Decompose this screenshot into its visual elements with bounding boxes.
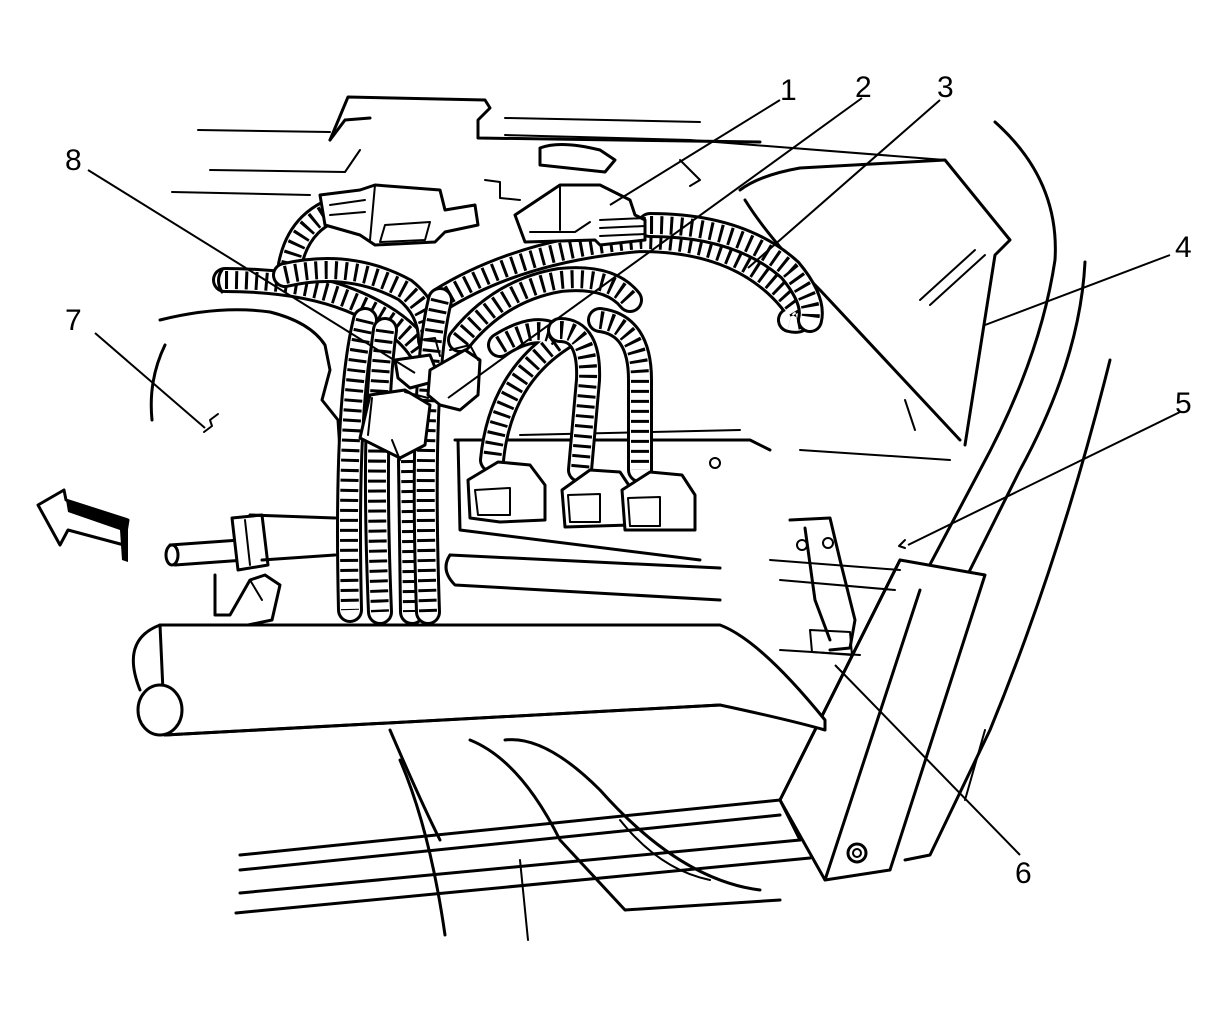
upper-connectors [318, 183, 647, 247]
module-box [444, 429, 951, 656]
callout-7: 7 [65, 304, 82, 337]
callout-2: 2 [855, 71, 872, 104]
callout-3: 3 [937, 71, 954, 104]
leader-3 [747, 99, 941, 269]
hose-clamp [164, 513, 337, 627]
sensor-bracket [788, 516, 906, 656]
upper-panel [171, 95, 946, 201]
callout-8: 8 [65, 144, 82, 177]
module-connectors [466, 460, 697, 532]
leader-6 [834, 664, 1021, 856]
leader-lines [87, 97, 1181, 856]
callout-6: 6 [1015, 857, 1032, 890]
leader-5 [907, 411, 1181, 546]
forward-arrow-icon [36, 488, 130, 562]
lower-body [388, 728, 782, 941]
callout-labels: 1 2 3 4 5 6 7 8 [65, 71, 1192, 890]
callout-5: 5 [1175, 387, 1192, 420]
fender-panel [149, 308, 342, 452]
vertical-bracket [778, 558, 987, 882]
wiring-harness [212, 192, 824, 625]
callout-4: 4 [1175, 231, 1192, 264]
leader-2 [447, 97, 863, 399]
middle-connectors [358, 337, 482, 461]
lower-crossbar [131, 623, 827, 737]
leader-1 [609, 99, 781, 206]
callout-1: 1 [780, 74, 797, 107]
leader-8 [87, 169, 416, 374]
leader-7 [94, 332, 206, 429]
leader-4 [984, 254, 1171, 326]
